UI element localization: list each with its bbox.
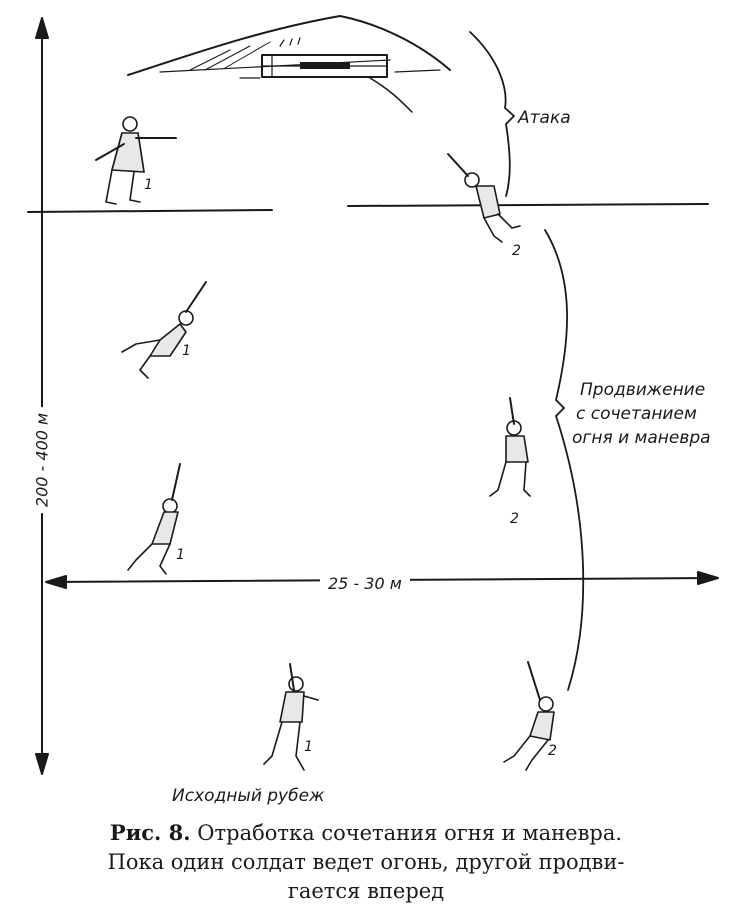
figure-caption: Рис. 8. Отработка сочетания огня и манев… (0, 818, 732, 906)
soldier-1-prone (121, 281, 207, 379)
soldier-1-lower (127, 463, 181, 575)
caption-line-3: гается вперед (287, 879, 445, 903)
soldier-number: 2 (548, 743, 557, 759)
label-advance-2: с сочетанием (576, 404, 697, 424)
soldier-1-top (95, 116, 177, 205)
soldier-2-top (447, 153, 521, 243)
soldier-1-bottom (263, 663, 319, 771)
soldier-number: 1 (176, 547, 185, 563)
diagram: Атака Продвижение с сочетанием огня и ма… (27, 15, 719, 806)
label-distance-horizontal: 25 - 30 м (320, 574, 410, 593)
soldier-number: 2 (512, 243, 521, 259)
soldier-number: 1 (304, 739, 313, 755)
label-distance-vertical: 200 - 400 м (32, 406, 52, 514)
label-advance-3: огня и маневра (572, 428, 711, 448)
label-attack: Атака (518, 108, 571, 128)
caption-line-2: Пока один солдат ведет огонь, другой про… (107, 850, 625, 874)
attack-brace (469, 31, 515, 197)
soldier-2-mid (489, 397, 531, 497)
caption-fig: Рис. 8. (109, 820, 191, 845)
attack-line (27, 203, 709, 213)
soldier-number: 1 (144, 177, 153, 193)
label-advance-1: Продвижение (580, 380, 706, 400)
soldier-number: 2 (510, 511, 519, 527)
vertical-distance-arrow (35, 17, 49, 775)
caption-line-1: Отработка сочетания огня и маневра. (197, 821, 623, 845)
soldier-number: 1 (182, 343, 191, 359)
soldier-2-bottom (503, 661, 555, 771)
label-start-line: Исходный рубеж (172, 786, 325, 806)
advance-brace (544, 229, 585, 691)
enemy-hill (127, 15, 451, 113)
